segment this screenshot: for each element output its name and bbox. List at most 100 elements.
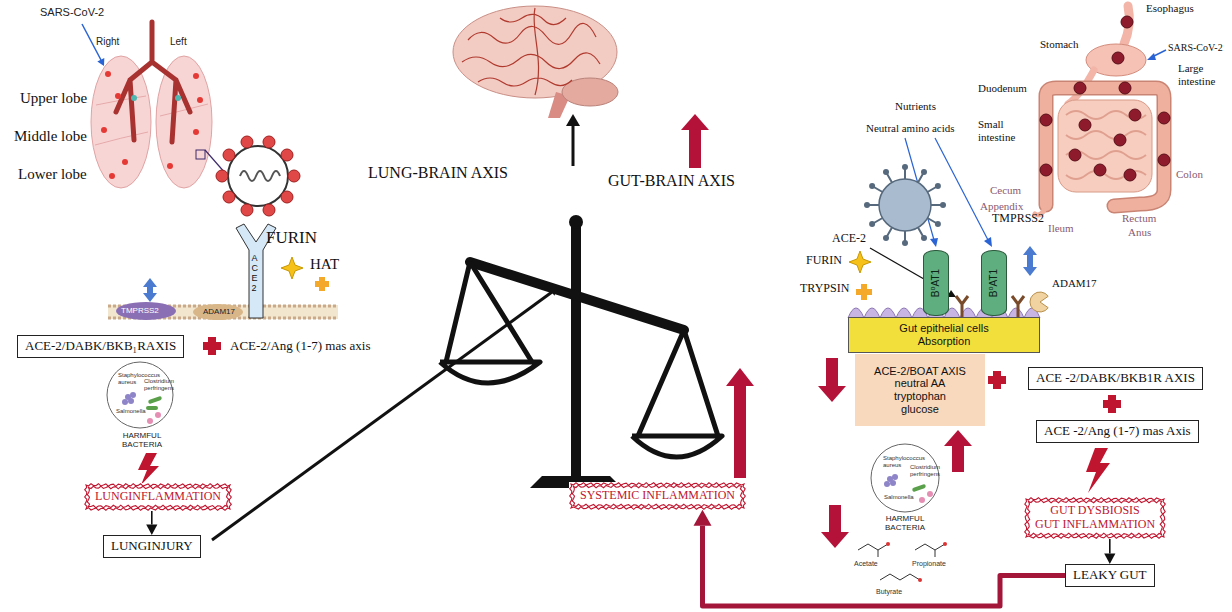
- gi-tract-illustration: [1112, 52, 1124, 64]
- bacteria-circle: [148, 396, 163, 405]
- balance-scale: [440, 362, 722, 457]
- node-text: B⁰AT1: [930, 269, 942, 297]
- absorption-box: ACE-2/BOAT AXISneutral AAtryptophangluco…: [855, 354, 985, 426]
- lungs-illustration: [197, 97, 203, 103]
- virus-illustration: [241, 204, 253, 216]
- lungs-illustration: [116, 22, 190, 142]
- part-label: Cecum: [990, 184, 1021, 197]
- bacteria-circle: [147, 418, 153, 424]
- part-label: Propionate: [912, 560, 946, 568]
- gut-mechanism-illustration: [849, 251, 871, 273]
- lungs-illustration: [97, 58, 104, 66]
- part-label: Large intestine: [1178, 62, 1226, 87]
- gut-mechanism-illustration: [821, 505, 849, 548]
- lungs-illustration: [105, 71, 111, 77]
- part-label: Small intestine: [978, 118, 1028, 143]
- gi-tract-illustration: [1046, 88, 1164, 206]
- gi-tract-illustration: [1040, 164, 1052, 176]
- gut-mechanism-illustration: [943, 542, 947, 546]
- part-label: Salmonella: [884, 494, 914, 501]
- arrow-head: [146, 524, 157, 535]
- lungs-illustration: [196, 150, 205, 159]
- gi-tract-illustration: [1040, 114, 1052, 126]
- arrow-head: [1104, 553, 1115, 564]
- node-text: B⁰AT1: [988, 269, 1000, 297]
- part-label: GUT-BRAIN AXIS: [608, 172, 735, 190]
- bacteria-circle: [146, 406, 158, 410]
- part-label: HAT: [310, 256, 339, 273]
- wavy-outline: [572, 485, 742, 507]
- brain-illustration: [462, 8, 600, 95]
- gut-mechanism-illustration: [930, 238, 938, 247]
- bacteria-circle: [128, 398, 134, 404]
- part-label: Stomach: [1040, 38, 1079, 51]
- part-label: TMPRSS2: [121, 306, 159, 315]
- node-text: ACE -2/DABK/BKB1R AXIS: [1036, 371, 1195, 386]
- gut-mechanism-illustration: [879, 179, 931, 231]
- membrane-receptor: [315, 277, 329, 291]
- gut-mechanism-illustration: [912, 484, 927, 493]
- part-label: FURIN: [266, 228, 317, 248]
- node-text: ACE-2/DABK/BKB₁RAXIS: [25, 339, 176, 354]
- gut-mechanism-illustration: [927, 491, 933, 497]
- gut-mechanism-illustration: [935, 221, 941, 227]
- axis-box: ACE -2/Ang (1-7) mas Axis: [1036, 420, 1199, 443]
- gi-tract-illustration: [1158, 154, 1170, 166]
- brain-illustration: [453, 6, 618, 118]
- gut-mechanism-illustration: [1023, 246, 1037, 276]
- bacteria-circle: [155, 412, 161, 418]
- node-text: tryptophan: [861, 390, 979, 403]
- gi-tract-illustration: [1119, 82, 1131, 94]
- connector-line: [703, 526, 1066, 606]
- wavy-outline: [1025, 498, 1166, 539]
- gi-tract-illustration: [1129, 109, 1141, 121]
- gi-tract-illustration: [1074, 82, 1086, 94]
- gi-tract-illustration: [1058, 100, 1152, 192]
- inflammation-box: SYSTEMIC INFLAMMATION: [569, 482, 746, 510]
- gut-mechanism-illustration: [892, 474, 898, 480]
- part-label: Acetate: [854, 560, 878, 568]
- gut-mechanism-illustration: [871, 444, 939, 512]
- gut-mechanism-illustration: [886, 542, 890, 546]
- gut-mechanism-illustration: [883, 235, 889, 241]
- arrow-head: [694, 510, 712, 526]
- part-label: HARMFUL BACTERIA: [875, 514, 935, 532]
- inflammation-box: LUNGINFLAMMATION: [84, 483, 232, 511]
- gut-mechanism-illustration: [856, 284, 872, 300]
- lungs-illustration: [193, 129, 199, 135]
- gut-mechanism-illustration: [818, 358, 846, 402]
- lungs-illustration: [131, 95, 137, 101]
- axis-box: ACE-2/DABK/BKB₁RAXIS: [17, 335, 184, 358]
- part-label: Esophagus: [1146, 2, 1194, 15]
- lungs-illustration: [156, 56, 212, 188]
- node-text: GUT INFLAMMATION: [1035, 518, 1155, 532]
- axis-box: LUNGINJURY: [103, 535, 201, 558]
- gut-mechanism-illustration: [984, 237, 992, 247]
- part-label: Neutral amino acids: [866, 122, 955, 135]
- part-label: TRYPSIN: [800, 282, 849, 296]
- bacteria-circle: [107, 362, 173, 428]
- wavy-outline: [87, 486, 228, 508]
- part-label: Clostridium perfringens: [144, 378, 174, 392]
- gut-mechanism-illustration: [869, 221, 875, 227]
- axis-arrows: [212, 292, 552, 540]
- axis-arrows: [681, 114, 709, 168]
- gut-mechanism-illustration: [1030, 292, 1048, 312]
- virus-illustration: [216, 136, 300, 216]
- connector-line: [151, 511, 153, 525]
- lungs-illustration: [167, 163, 173, 169]
- node-text: LEAKY GUT: [1073, 568, 1147, 583]
- transporter-cylinder: B⁰AT1: [923, 250, 949, 316]
- gi-tract-illustration: [1079, 119, 1091, 131]
- part-label: Duodenum: [978, 82, 1027, 95]
- gut-mechanism-illustration: [902, 240, 908, 246]
- gut-mechanism-illustration: [935, 183, 941, 189]
- node-text: GUT DYSBIOSIS: [1035, 504, 1155, 518]
- axis-box: ACE -2/DABK/BKB1R AXIS: [1028, 367, 1203, 390]
- part-label: Anus: [1128, 226, 1151, 239]
- gut-mechanism-illustration: [890, 480, 896, 486]
- membrane-receptor: [281, 257, 303, 279]
- gut-mechanism-illustration: [867, 167, 943, 243]
- lungs-illustration: [109, 173, 115, 179]
